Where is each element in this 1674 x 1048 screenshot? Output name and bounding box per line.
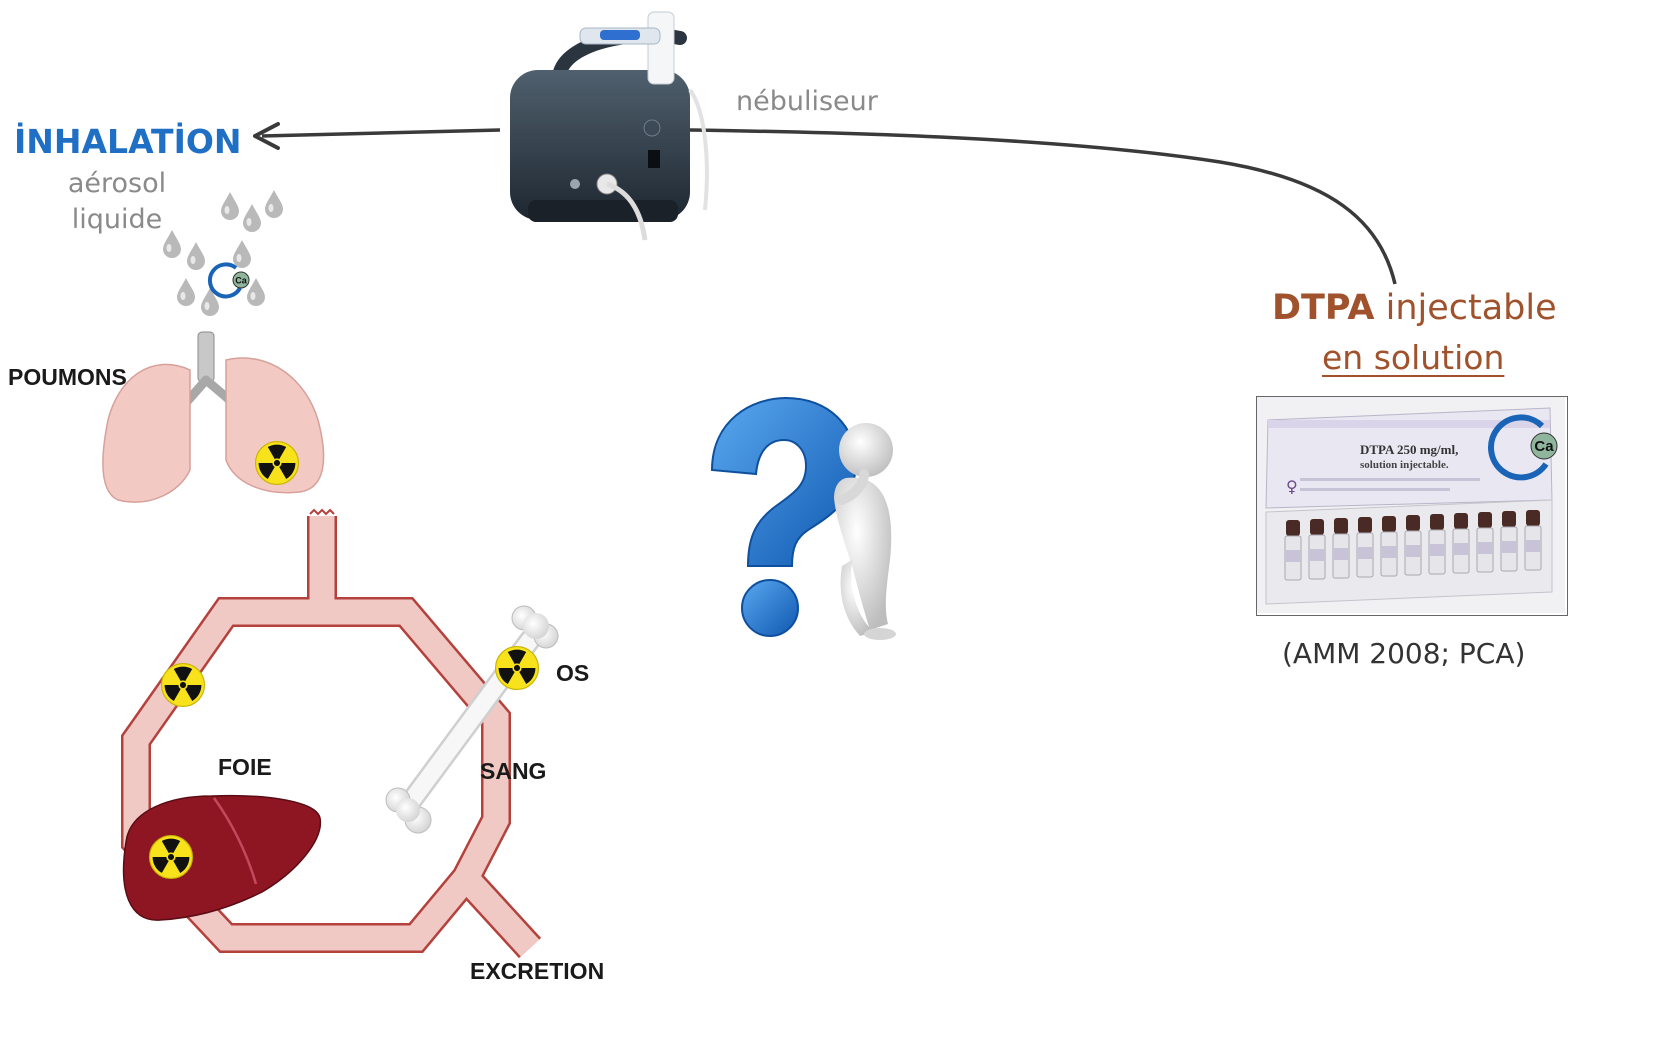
sang-label: SANG — [480, 758, 547, 784]
calcium-chelate-icon: Ca — [1488, 414, 1558, 481]
radiation-icon — [148, 834, 194, 880]
vial-icon — [1476, 512, 1494, 573]
aerosol-line2: liquide — [71, 204, 163, 235]
amm-label: (AMM 2008; PCA) — [1282, 637, 1526, 670]
droplet-icon — [247, 278, 265, 306]
en-solution-label: en solution — [1322, 338, 1505, 377]
vials-row — [1284, 510, 1542, 581]
radiation-icon — [160, 662, 206, 708]
vial-icon — [1404, 515, 1422, 576]
thinking-figure-icon — [834, 423, 896, 640]
ca-badge-label: Ca — [235, 276, 247, 286]
inhalation-label: İNHALATİON — [14, 122, 242, 161]
vial-icon — [1380, 516, 1398, 577]
vial-icon — [1356, 517, 1374, 578]
droplet-icon — [177, 278, 195, 306]
os-label: OS — [556, 660, 590, 686]
vial-icon — [1428, 514, 1446, 575]
liver-icon — [122, 794, 322, 921]
product-box-line2: solution injectable. — [1360, 459, 1449, 471]
vial-icon — [1500, 511, 1518, 572]
poumons-label: POUMONS — [8, 364, 127, 390]
nebuliseur-label: nébuliseur — [736, 86, 878, 117]
droplet-icon — [187, 242, 205, 270]
aerosol-label: aérosol liquide — [62, 166, 172, 238]
vial-icon — [1308, 519, 1326, 580]
question-mark-icon — [710, 396, 858, 637]
radiation-icon — [254, 440, 300, 486]
dtpa-bold: DTPA — [1272, 288, 1375, 328]
droplet-icon — [243, 204, 261, 232]
product-photo-frame — [1256, 396, 1568, 616]
foie-label: FOIE — [218, 754, 272, 780]
dtpa-rest: injectable — [1374, 288, 1557, 328]
connector-line — [689, 128, 1397, 285]
dtpa-product-photo: DTPA 250 mg/ml, solution injectable. ♀ C… — [1257, 397, 1565, 613]
logo-symbol: ♀ — [1286, 477, 1298, 496]
radiation-icon — [494, 645, 540, 691]
vial-icon — [1332, 518, 1350, 579]
lungs-icon — [102, 331, 325, 503]
nebulizer-icon — [510, 11, 709, 241]
droplet-icon — [265, 190, 283, 218]
product-box-line1: DTPA 250 mg/ml, — [1360, 442, 1458, 457]
excretion-label: EXCRETION — [470, 958, 605, 984]
arrow-to-inhalation — [253, 122, 501, 150]
ca-badge-label: Ca — [1534, 438, 1554, 455]
vial-icon — [1284, 520, 1302, 581]
vial-icon — [1452, 513, 1470, 574]
vial-icon — [1524, 510, 1542, 571]
dtpa-title: DTPA injectable — [1272, 288, 1557, 328]
droplet-icon — [233, 240, 251, 268]
calcium-chelate-icon: Ca — [207, 262, 250, 299]
aerosol-line1: aérosol — [67, 168, 167, 199]
droplet-icon — [221, 192, 239, 220]
